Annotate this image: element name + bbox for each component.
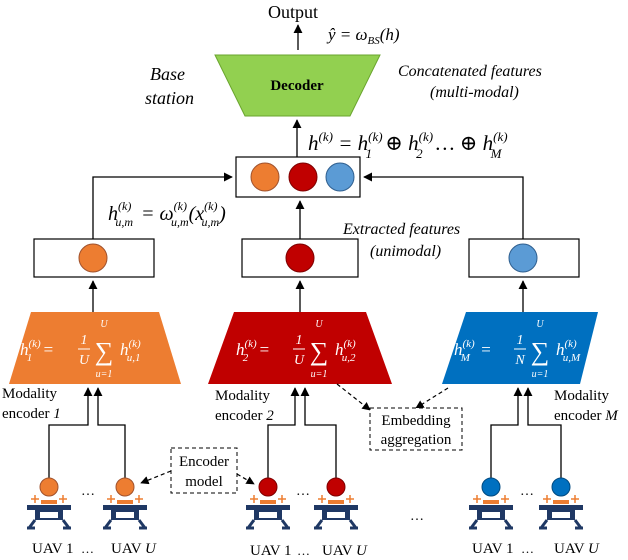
encoder2-caption-line-2: encoder 2 — [215, 408, 274, 424]
feature1-to-concat-line — [92, 172, 233, 239]
uav-model-node — [551, 477, 571, 497]
feature-node-2 — [285, 243, 315, 273]
extracted-caption-line-2: (unimodal) — [370, 243, 441, 260]
output-formula: ŷ = ωBS(h) — [326, 25, 400, 47]
concat-node-red — [288, 162, 318, 192]
uav-label-ellipsis: … — [297, 543, 310, 558]
concat-caption-line-1: Concatenated features — [398, 63, 542, 80]
uav-label: UAV 1 — [250, 543, 292, 559]
encoderM-caption-line-2: encoder M — [554, 408, 619, 424]
uavU-groupM-arrow — [523, 387, 562, 478]
embedding-formula: h(k)u,m = ω(k)u,m(x(k)u,m) — [108, 199, 226, 229]
uav-drone-icon — [467, 493, 515, 530]
uav-drone-icon — [312, 493, 360, 530]
base-station-line-1: Base — [150, 64, 185, 84]
modality-encoder-1 — [9, 312, 181, 384]
uav-drone-icon — [537, 493, 585, 530]
concat-formula: h(k) = h(k)1 ⊕ h(k)2 … ⊕ h(k)M — [308, 129, 508, 161]
encoder-model-box — [170, 447, 238, 494]
concat-caption-line-2: (multi-modal) — [430, 84, 519, 101]
embedding-aggregation-line-1: Embedding — [381, 413, 451, 429]
svg-text:1: 1 — [81, 333, 88, 348]
aggregation-link-right — [415, 387, 449, 409]
svg-text:h(k)u,2: h(k)u,2 — [335, 338, 356, 364]
extracted-caption-line-1: Extracted features — [342, 221, 460, 238]
svg-text:∑: ∑ — [531, 337, 550, 366]
feature-node-M — [508, 243, 538, 273]
uav-label-ellipsis: … — [81, 541, 94, 556]
svg-text:h(k)M =: h(k)M = — [454, 338, 492, 364]
modality-encoder-M — [442, 312, 598, 384]
svg-text:U: U — [536, 319, 544, 330]
encoderM-caption-line-1: Modality — [554, 388, 609, 404]
uav-model-node — [481, 477, 501, 497]
svg-text:∑: ∑ — [95, 337, 114, 366]
uav-ellipsis: … — [81, 484, 95, 499]
encoder1-formula: h(k)1 = 1 U U ∑ u=1 h(k)u,1 — [20, 319, 141, 380]
encoder-model-line-1: Encoder — [179, 454, 229, 470]
encoderM-formula: h(k)M = 1 N U ∑ u=1 h(k)u,M — [454, 319, 581, 380]
svg-text:∑: ∑ — [310, 337, 329, 366]
uav-drone-icon — [101, 493, 149, 530]
svg-text:1: 1 — [517, 333, 524, 348]
uav-model-node — [326, 477, 346, 497]
encoder-model-link-right — [236, 473, 255, 485]
svg-text:h(k)2 =: h(k)2 = — [236, 338, 270, 364]
svg-text:h(k)u,M: h(k)u,M — [556, 338, 581, 364]
uav-model-node — [258, 477, 278, 497]
uav-ellipsis: … — [296, 484, 310, 499]
svg-text:u=1: u=1 — [532, 369, 549, 380]
uav-label: UAV 1 — [472, 541, 514, 557]
svg-text:u=1: u=1 — [96, 369, 113, 380]
svg-text:h(k)1 =: h(k)1 = — [20, 338, 54, 364]
uav-model-node — [115, 477, 135, 497]
svg-text:U: U — [294, 353, 305, 368]
encoder2-caption-line-1: Modality — [215, 388, 270, 404]
encoder1-caption-line-2: encoder 1 — [2, 406, 61, 422]
svg-text:U: U — [315, 319, 323, 330]
svg-text:u=1: u=1 — [311, 369, 328, 380]
uav-label-ellipsis: … — [521, 541, 534, 556]
uavU-group2-arrow — [300, 387, 337, 478]
uavU-group1-arrow — [93, 387, 126, 478]
uav-drone-icon — [244, 493, 292, 530]
encoder2-formula: h(k)2 = 1 U U ∑ u=1 h(k)u,2 — [236, 319, 356, 380]
embedding-aggregation-box — [369, 407, 463, 451]
uav-label: UAV 1 — [32, 541, 74, 557]
encoder1-caption-line-1: Modality — [2, 386, 57, 402]
decoder-block — [214, 54, 381, 117]
encoder-model-link-left — [140, 470, 172, 485]
svg-text:N: N — [514, 353, 525, 368]
uav1-groupM-arrow — [490, 387, 523, 478]
featureM-to-concat-line — [363, 172, 524, 239]
modality-encoder-2 — [208, 312, 392, 384]
svg-text:h(k)u,1: h(k)u,1 — [120, 338, 141, 364]
uav-label: UAV U — [111, 541, 157, 557]
svg-text:U: U — [100, 319, 108, 330]
uav-drone-icon — [25, 493, 73, 530]
uav-model-node — [39, 477, 59, 497]
concat-node-orange — [250, 162, 280, 192]
base-station-line-2: station — [145, 88, 194, 108]
uav-ellipsis: … — [520, 484, 534, 499]
uav1-group2-arrow — [267, 387, 300, 478]
embedding-aggregation-line-2: aggregation — [381, 432, 452, 448]
svg-text:U: U — [79, 353, 90, 368]
feature-node-1 — [78, 243, 108, 273]
group-ellipsis: … — [410, 509, 424, 524]
encoder-model-line-2: model — [185, 474, 223, 490]
uav-label: UAV U — [322, 543, 368, 559]
uav1-group1-arrow — [48, 387, 93, 478]
decoder-label: Decoder — [270, 78, 324, 94]
uav-label: UAV U — [554, 541, 600, 557]
concat-node-blue — [325, 162, 355, 192]
aggregation-link-left — [336, 383, 371, 411]
output-label: Output — [268, 2, 318, 22]
svg-text:1: 1 — [296, 333, 303, 348]
